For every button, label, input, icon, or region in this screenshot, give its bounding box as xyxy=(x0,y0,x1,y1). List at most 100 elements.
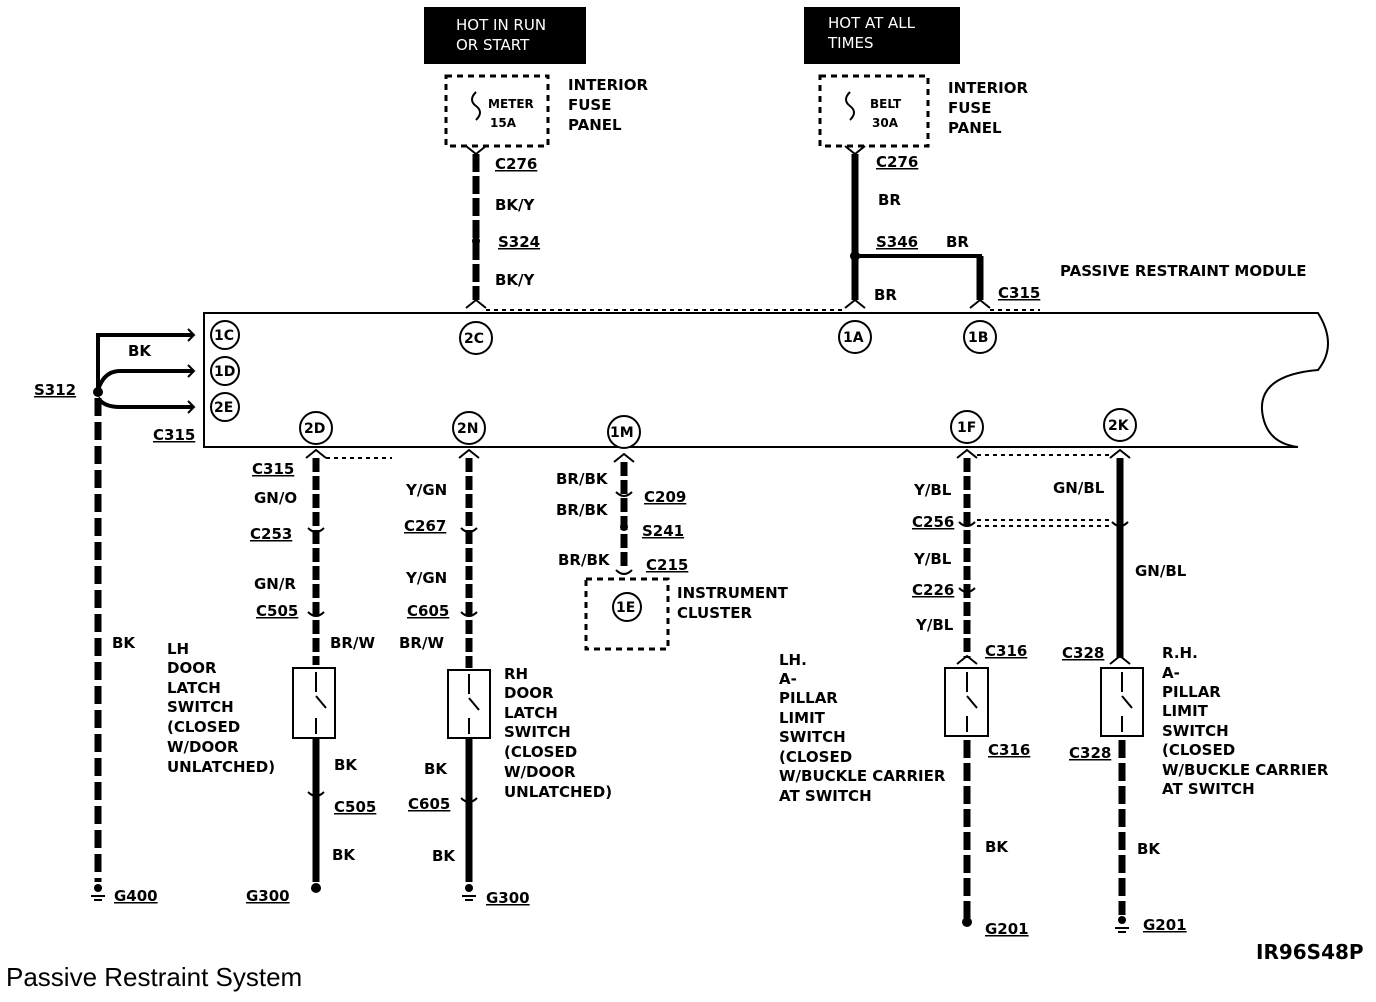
power-header-all-times-line1: HOT AT ALL xyxy=(828,14,916,32)
passive-restraint-module-outline xyxy=(203,312,1329,448)
wire-label-bk-left: BK xyxy=(112,634,136,652)
splice-s241: S241 xyxy=(642,522,684,540)
pin-1e-label: 1E xyxy=(616,600,635,616)
connector-c316-lower: C316 xyxy=(988,741,1030,759)
connector-c215: C215 xyxy=(646,556,688,574)
connector-c605-upper: C605 xyxy=(407,602,449,620)
ground-g201-rh: G201 xyxy=(1143,916,1187,934)
wire-label-brw-lh: BR/W xyxy=(330,634,375,652)
lh-door-label-line1: LH xyxy=(167,640,189,658)
pin-1b-label: 1B xyxy=(968,330,988,346)
pin-2d-label: 2D xyxy=(304,421,325,437)
wire-label-brw-rh: BR/W xyxy=(399,634,444,652)
wire-label-br-upper: BR xyxy=(878,191,901,209)
connector-c226: C226 xyxy=(912,581,954,599)
wire-label-bk-s312: BK xyxy=(128,342,152,360)
connector-c209: C209 xyxy=(644,488,686,506)
belt-fuse-name: BELT xyxy=(870,97,902,111)
pin-1d xyxy=(210,356,240,386)
rh-door-label-line5: (CLOSED xyxy=(504,743,577,761)
rh-pillar-label-line1: R.H. xyxy=(1162,644,1198,662)
wire-label-gno: GN/O xyxy=(254,489,297,507)
pin-2c-label: 2C xyxy=(464,331,484,347)
splice-s312: S312 xyxy=(34,381,76,399)
lh-pillar-switch xyxy=(944,667,989,737)
diagram-caption: Passive Restraint System xyxy=(6,962,303,992)
rh-door-switch-label: RH DOOR LATCH SWITCH (CLOSED W/DOOR UNLA… xyxy=(504,665,612,801)
rh-door-label-line2: DOOR xyxy=(504,684,554,702)
wire-label-gnbl-upper: GN/BL xyxy=(1053,479,1105,497)
rh-pillar-label-line5: SWITCH xyxy=(1162,722,1229,740)
rh-door-label-line6: W/DOOR xyxy=(504,763,576,781)
ground-g400: G400 xyxy=(114,887,158,905)
pin-1b xyxy=(963,320,997,354)
rh-door-label-line3: LATCH xyxy=(504,704,558,722)
instrument-cluster-circuit: 1E xyxy=(584,452,670,651)
rh-door-label-line4: SWITCH xyxy=(504,723,571,741)
power-header-all-times-line2: TIMES xyxy=(827,34,874,52)
pin-2n-label: 2N xyxy=(457,421,478,437)
fuse-panel-label-line2: FUSE xyxy=(568,96,611,114)
lh-pillar-label-line2: A- xyxy=(779,670,797,688)
lh-door-label-line6: W/DOOR xyxy=(167,738,239,756)
fuse-panel-label-line2: FUSE xyxy=(948,99,991,117)
meter-fuse-panel-label: INTERIOR FUSE PANEL xyxy=(568,76,648,134)
diagram-reference-code: IR96S48P xyxy=(1256,940,1364,964)
lh-door-label-line3: LATCH xyxy=(167,679,221,697)
connector-c328-upper: C328 xyxy=(1062,644,1104,662)
connector-c315-left: C315 xyxy=(153,426,195,444)
rh-pillar-label-line8: AT SWITCH xyxy=(1162,780,1255,798)
lh-door-label-line4: SWITCH xyxy=(167,698,234,716)
wire-label-bky-upper: BK/Y xyxy=(495,196,536,214)
power-header-all-times: HOT AT ALL TIMES xyxy=(804,7,960,64)
lh-pillar-circuit xyxy=(944,448,1110,927)
pin-1m-label: 1M xyxy=(610,425,634,441)
connector-c605-lower: C605 xyxy=(408,795,450,813)
rh-door-label-line7: UNLATCHED) xyxy=(504,783,612,801)
pin-2k xyxy=(1103,408,1137,442)
connector-c276-belt: C276 xyxy=(876,153,918,171)
rh-pillar-label-line3: PILLAR xyxy=(1162,683,1221,701)
instrument-cluster-label-line2: CLUSTER xyxy=(677,604,752,622)
rh-pillar-switch xyxy=(1100,667,1144,737)
lh-door-circuit xyxy=(292,448,392,893)
belt-fuse: BELT 30A xyxy=(818,74,930,148)
wire-label-bk-rhpillar: BK xyxy=(1137,840,1161,858)
rh-pillar-label-line6: (CLOSED xyxy=(1162,741,1235,759)
pin-2e xyxy=(210,392,240,422)
wire-label-bky-lower: BK/Y xyxy=(495,271,536,289)
pin-1c xyxy=(210,320,240,350)
connector-c276-meter: C276 xyxy=(495,155,537,173)
wire-label-ybl-1: Y/BL xyxy=(913,481,952,499)
lh-door-switch xyxy=(292,667,336,739)
meter-feed-wire xyxy=(465,145,487,309)
pin-1a-label: 1A xyxy=(843,330,864,346)
wire-label-ybl-3: Y/BL xyxy=(915,616,954,634)
wire-label-bk-lhpillar: BK xyxy=(985,838,1009,856)
connector-c328-lower: C328 xyxy=(1069,744,1111,762)
pin-1m xyxy=(607,415,641,449)
rh-pillar-label-line7: W/BUCKLE CARRIER xyxy=(1162,761,1329,779)
connector-c505-lower: C505 xyxy=(334,798,376,816)
pin-1e xyxy=(612,592,642,622)
pin-1d-label: 1D xyxy=(214,364,235,380)
wire-label-bk-rh-lower: BK xyxy=(432,847,456,865)
rh-door-circuit xyxy=(447,448,491,901)
instrument-cluster-label-line1: INSTRUMENT xyxy=(677,584,789,602)
rh-pillar-circuit xyxy=(1100,448,1144,933)
rh-pillar-label-line4: LIMIT xyxy=(1162,702,1209,720)
lh-pillar-label-line6: (CLOSED xyxy=(779,748,852,766)
module-pins: 1C 1D 2E 2C 1A 1B 2D 2N 1M 1F 2K xyxy=(210,320,1137,449)
lh-door-switch-label: LH DOOR LATCH SWITCH (CLOSED W/DOOR UNLA… xyxy=(167,640,275,776)
ground-g201-lh: G201 xyxy=(985,920,1029,938)
wire-label-brbk-3: BR/BK xyxy=(558,551,611,569)
wire-label-brbk-1: BR/BK xyxy=(556,470,609,488)
lh-pillar-label-line4: LIMIT xyxy=(779,709,826,727)
pin-1f-label: 1F xyxy=(957,420,976,436)
wire-label-brbk-2: BR/BK xyxy=(556,501,609,519)
power-header-run-start-line2: OR START xyxy=(456,36,530,54)
wire-label-bk-lh-lower: BK xyxy=(332,846,356,864)
lh-door-label-line2: DOOR xyxy=(167,659,217,677)
lh-pillar-label-line8: AT SWITCH xyxy=(779,787,872,805)
